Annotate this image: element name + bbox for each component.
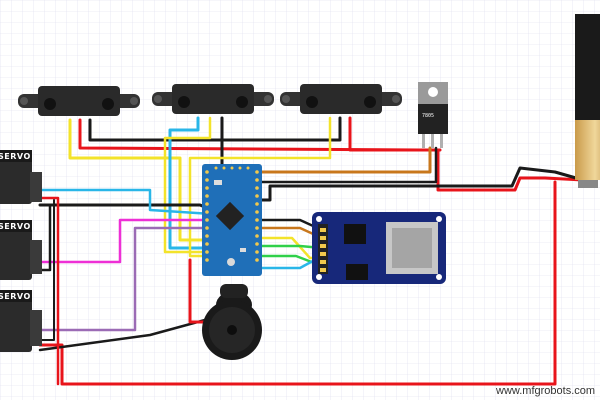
wire-red-buzzer <box>188 258 207 324</box>
distance-sensor-3 <box>280 84 402 114</box>
wire-black-regulator <box>260 146 438 184</box>
battery <box>575 14 600 188</box>
servo-2-label: SERVO <box>0 222 31 231</box>
servo-1-label: SERVO <box>0 152 31 161</box>
wire-yellow-sensor-2 <box>163 116 214 254</box>
wire-red-main-loop <box>38 180 557 386</box>
wire-black-battery <box>260 166 592 202</box>
wire-cyan-sensor-2 <box>168 116 214 250</box>
wire-black-servo-bottom <box>38 318 207 352</box>
microsd-module <box>312 212 446 284</box>
servo-2: SERVO <box>0 220 42 280</box>
servo-3: SERVO <box>0 290 42 352</box>
distance-sensor-1 <box>18 86 140 116</box>
wire-purple-servo-bottom <box>38 226 214 332</box>
wire-red-servo-chain <box>38 196 60 386</box>
watermark: www.mfgrobots.com <box>495 385 595 397</box>
wire-black-sensor-1 <box>88 116 342 142</box>
wire-yellow-sensor-3 <box>188 116 332 258</box>
arduino-pro-mini <box>202 164 262 276</box>
wire-blue-servo-top <box>38 188 214 216</box>
wire-orange-regulator <box>260 146 432 174</box>
servo-1: SERVO <box>0 150 42 204</box>
wire-pink-servo-mid <box>38 218 214 264</box>
servo-3-label: SERVO <box>0 292 31 301</box>
voltage-regulator: 7805 <box>418 82 448 148</box>
distance-sensor-2 <box>152 84 274 114</box>
wire-red-sensor-1 <box>78 118 422 152</box>
wire-black-servo-mid <box>38 203 52 272</box>
wire-red-battery <box>436 148 585 192</box>
wire-red-sensor-3 <box>348 116 442 152</box>
wire-black-servo-chain <box>39 199 55 341</box>
buzzer <box>202 284 262 360</box>
regulator-label: 7805 <box>422 113 434 119</box>
